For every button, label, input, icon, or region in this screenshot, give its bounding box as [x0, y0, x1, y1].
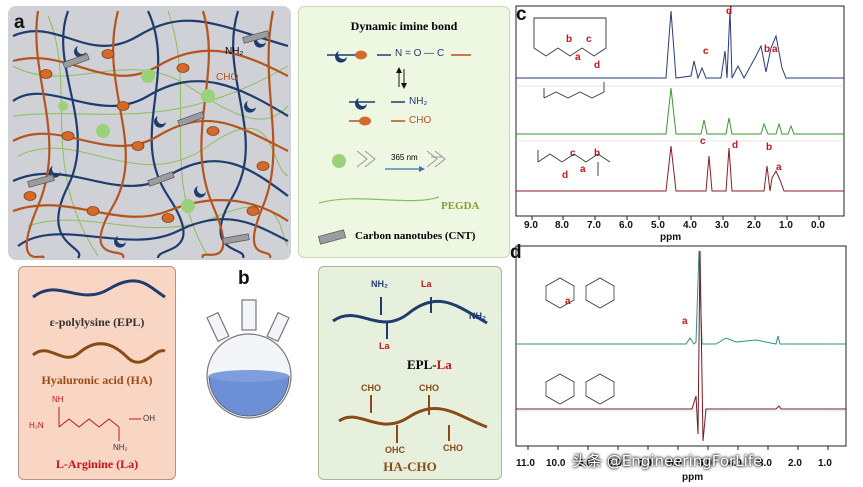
nmr-d-xlabel: ppm — [682, 472, 704, 483]
nmr-d-peak-label: a — [682, 316, 688, 327]
la-nh: NH — [52, 395, 64, 404]
epl-la-a: La — [421, 279, 432, 289]
nmr-d-ticks: 11.0 10.0 9.0 8.0 7.0 6.0 5.0 4.0 3.0 2.… — [516, 458, 846, 472]
network-cho-label: CHO — [216, 72, 239, 83]
nmr-c-struct-label: b — [566, 34, 573, 45]
hydrogel-network-panel: a NH₂ CHO — [8, 6, 291, 260]
nmr-c-tick: 2.0 — [747, 220, 761, 231]
watermark-text: 头条 @EngineeringForLife — [572, 452, 763, 470]
ha-cho-label: HA-CHO — [383, 459, 437, 474]
nmr-c-struct-label: a — [575, 52, 581, 63]
nmr-d-tick: 10.0 — [546, 458, 566, 469]
dynamic-imine-title: Dynamic imine bond — [350, 19, 458, 33]
panel-b-label: b — [238, 268, 250, 289]
cnt-label: Carbon nanotubes (CNT) — [355, 230, 476, 242]
hydrogel-network-drawing — [12, 10, 289, 259]
nmr-c-tick: 0.0 — [811, 220, 825, 231]
nmr-c-tick: 8.0 — [555, 220, 569, 231]
flask-icon — [206, 299, 292, 419]
nmr-c-struct-label: d — [594, 60, 601, 71]
nmr-d-tick: 1.0 — [818, 458, 832, 469]
nmr-c-peak-label: b — [766, 142, 773, 153]
nmr-c-tick: 7.0 — [587, 220, 601, 231]
materials-panel: ε-polylysine (EPL) Hyaluronic acid (HA) … — [18, 266, 176, 480]
nmr-c-tick: 4.0 — [683, 220, 697, 231]
nmr-c-struct-label: d — [562, 170, 569, 181]
network-nh2-label: NH₂ — [225, 46, 244, 57]
nmr-c-tick: 3.0 — [715, 220, 729, 231]
nmr-c-ticks: 9.0 8.0 7.0 6.0 5.0 4.0 3.0 2.0 1.0 0.0 — [516, 220, 846, 234]
nmr-c-plot — [515, 5, 845, 220]
ha-cho-1: CHO — [361, 383, 381, 393]
nmr-d-struct-label: a — [565, 296, 571, 307]
nmr-c-xlabel: ppm — [660, 232, 682, 243]
imine-formula: N = O — C — [395, 48, 445, 59]
nmr-c-peak-label: d — [726, 6, 733, 17]
nmr-d-tick: 6.0 — [668, 458, 682, 469]
legend-panel: Dynamic imine bond N = O — C NH — [298, 6, 510, 258]
ha-label: Hyaluronic acid (HA) — [41, 373, 153, 387]
nmr-c-tick: 6.0 — [619, 220, 633, 231]
epl-nh2-b: NH₂ — [469, 311, 486, 321]
modified-polymers-panel: NH₂ La NH₂ La EPL-La CHO CHO OHC CHO HA-… — [318, 266, 502, 480]
epl-la-label: EPL-La — [407, 357, 452, 373]
nmr-c-peak-label: c — [703, 46, 709, 57]
uv-wavelength: 365 nm — [391, 153, 418, 162]
ha-cho-3: OHC — [385, 445, 405, 455]
epl-la-suffix: La — [436, 357, 452, 372]
la-oh: OH — [143, 414, 155, 423]
epl-nh2-a: NH₂ — [371, 279, 388, 289]
nmr-c-peak-label: d — [732, 140, 739, 151]
nmr-c-struct-label: c — [586, 34, 592, 45]
nmr-d-tick: 4.0 — [728, 458, 742, 469]
epl-la-prefix: EPL- — [407, 357, 437, 372]
legend-drawing — [317, 50, 471, 245]
nmr-c-struct-label: a — [580, 164, 586, 175]
nmr-d-tick: 9.0 — [578, 458, 592, 469]
ha-cho-2: CHO — [419, 383, 439, 393]
nmr-d-tick: 11.0 — [516, 458, 535, 469]
ha-cho-4: CHO — [443, 443, 463, 453]
nmr-d-tick: 8.0 — [608, 458, 622, 469]
nmr-d-tick: 3.0 — [758, 458, 772, 469]
la-h2n: H₂N — [29, 421, 44, 430]
nmr-c-peak-label: a — [772, 44, 778, 55]
epl-la-b: La — [379, 341, 390, 351]
legend-cho: CHO — [409, 115, 432, 126]
nmr-c-tick: 9.0 — [524, 220, 538, 231]
materials-drawing — [32, 279, 166, 441]
panel-c-label: c — [516, 4, 527, 25]
epl-label: ε-polylysine (EPL) — [49, 315, 145, 329]
nmr-d-tick: 5.0 — [698, 458, 712, 469]
nmr-c-tick: 5.0 — [651, 220, 665, 231]
nmr-d-plot — [515, 245, 847, 450]
nmr-c-peak-label: c — [700, 136, 706, 147]
nmr-c-struct-label: c — [570, 148, 576, 159]
panel-a-label: a — [14, 12, 25, 33]
modified-drawing — [332, 297, 488, 443]
legend-nh2: NH₂ — [409, 96, 428, 107]
nmr-c-peak-label: b — [764, 44, 771, 55]
nmr-c-struct-label: b — [594, 148, 601, 159]
nmr-c-structures — [533, 17, 611, 176]
pegda-label: PEGDA — [441, 200, 480, 212]
nmr-d-tick: 7.0 — [638, 458, 652, 469]
la-nh2: NH₂ — [113, 443, 128, 452]
nmr-c-tick: 1.0 — [779, 220, 793, 231]
nmr-d-tick: 2.0 — [788, 458, 802, 469]
la-label: L-Arginine (La) — [55, 457, 139, 471]
nmr-c-peak-label: a — [776, 162, 782, 173]
